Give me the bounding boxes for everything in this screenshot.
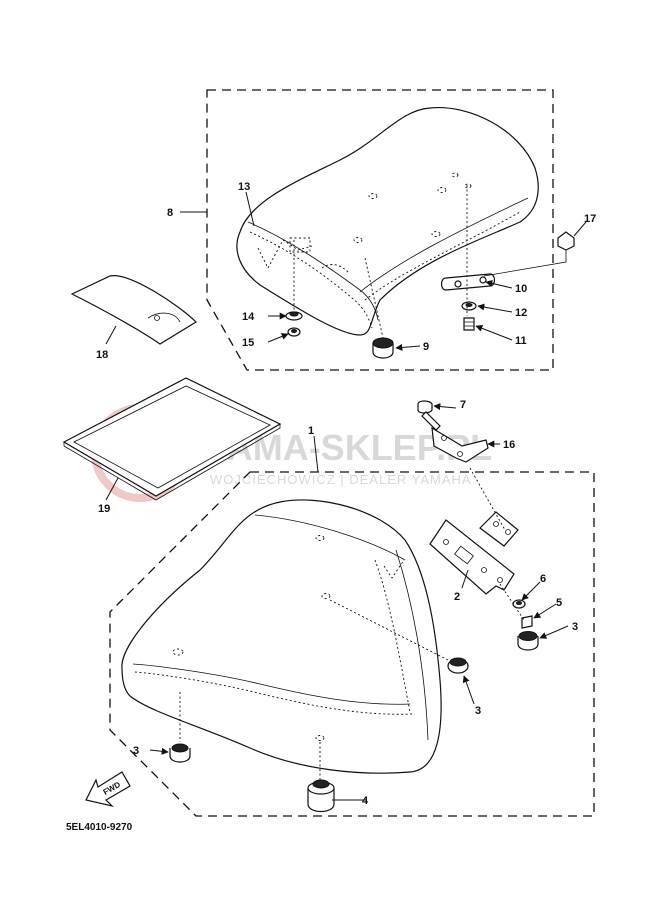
part-9-damper [364, 257, 394, 359]
part-3-dampers [169, 631, 539, 763]
main-seat [121, 499, 449, 780]
watermark-subtitle: WOJCIECHOWICZ | DEALER YAMAHA [210, 472, 472, 487]
callout-17: 17 [584, 213, 596, 225]
callout-13: 13 [238, 181, 250, 193]
callout-6: 6 [540, 573, 546, 585]
parts-14-15 [285, 240, 303, 337]
callout-11: 11 [515, 335, 527, 347]
callout-14: 14 [242, 311, 255, 323]
callout-12: 12 [515, 307, 527, 319]
fwd-arrow-icon: FWD [85, 771, 131, 808]
callout-5: 5 [556, 597, 562, 609]
callout-16: 16 [503, 439, 515, 451]
diagram-code: 5EL4010-9270 [66, 822, 133, 833]
callout-8: 8 [167, 207, 173, 219]
callout-3-right: 3 [572, 621, 578, 633]
callout-9: 9 [423, 341, 429, 353]
callout-3-left: 3 [133, 745, 139, 757]
part-18-cover [70, 275, 197, 345]
leader-lines [105, 191, 587, 801]
part-2-bracket [429, 467, 519, 595]
callout-1: 1 [308, 425, 314, 437]
callout-19: 19 [98, 503, 110, 515]
assembly-box-1 [109, 471, 595, 817]
parts-7-16 [417, 400, 489, 463]
callout-15: 15 [242, 337, 254, 349]
callout-7: 7 [460, 399, 466, 411]
callout-2: 2 [454, 591, 460, 603]
parts-5-6 [499, 583, 533, 629]
callout-3-middle: 3 [475, 705, 481, 717]
part-19-bag [62, 377, 282, 501]
parts-10-11-12-17 [440, 185, 575, 331]
callout-18: 18 [96, 349, 108, 361]
assembly-box-8 [206, 89, 554, 371]
callouts: 8 13 14 15 9 10 12 11 17 18 19 1 7 16 2 … [96, 181, 596, 807]
part-4-damper [307, 779, 335, 813]
rear-seat [236, 107, 539, 336]
callout-4: 4 [362, 795, 369, 807]
callout-10: 10 [515, 283, 527, 295]
